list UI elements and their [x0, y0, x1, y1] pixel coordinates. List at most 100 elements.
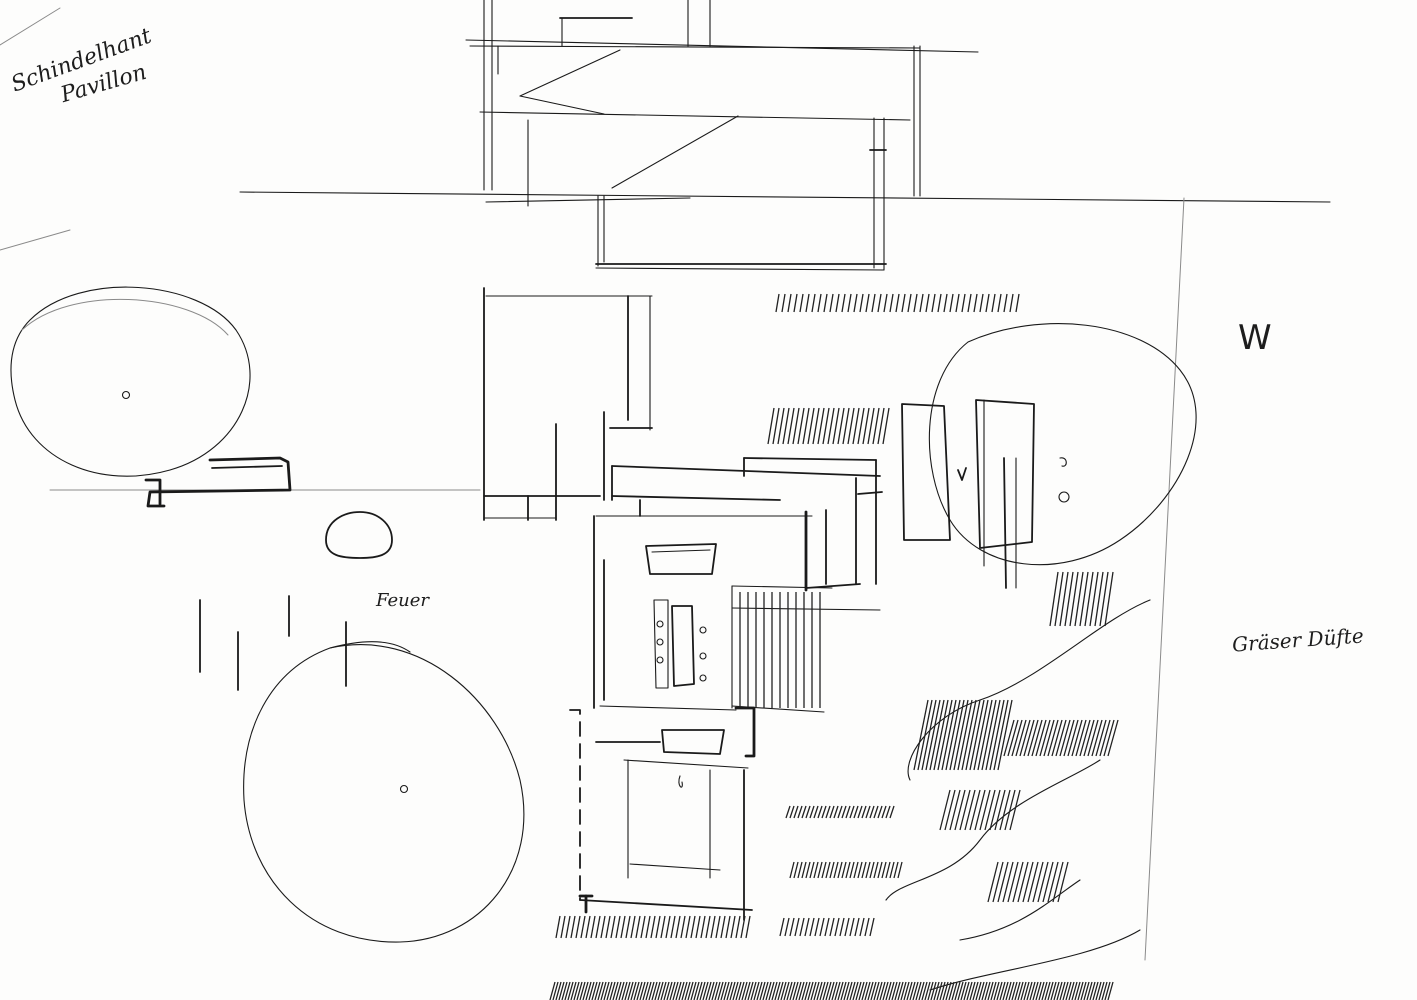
hatch-stroke: [1003, 719, 1015, 757]
hatch-stroke: [789, 861, 795, 879]
hatch-stroke: [1055, 719, 1067, 757]
hatch-stroke: [945, 699, 961, 771]
hatch-stroke: [891, 981, 898, 1000]
hatch-stroke: [635, 915, 641, 939]
hatch-stroke: [1098, 981, 1105, 1000]
hatch-stroke: [573, 981, 580, 1000]
hatch-stroke: [867, 407, 875, 445]
hatch-stroke: [859, 293, 864, 313]
hatch-stroke: [882, 981, 889, 1000]
hatch-stroke: [618, 981, 625, 1000]
hatch-stroke: [765, 981, 772, 1000]
hatch-stroke: [837, 981, 844, 1000]
hatch-stroke: [877, 861, 883, 879]
hatch-stroke: [804, 981, 811, 1000]
hatch-stroke: [729, 981, 736, 1000]
hatch-stroke: [1057, 861, 1069, 903]
hatch-stroke: [753, 981, 760, 1000]
hatch-stroke: [879, 981, 886, 1000]
hatch-stroke: [1043, 719, 1055, 757]
hatch-stroke: [792, 981, 799, 1000]
hatch-stroke: [588, 981, 595, 1000]
hatch-stroke: [630, 981, 637, 1000]
hatch-stroke: [648, 981, 655, 1000]
hatch-stroke: [985, 699, 1001, 771]
hatch-stroke: [1019, 719, 1031, 757]
hatch-stroke: [699, 981, 706, 1000]
shrub-top: [775, 293, 1020, 313]
hatch-stroke: [807, 981, 814, 1000]
hatch-stroke: [831, 981, 838, 1000]
hatch-stroke: [877, 293, 882, 313]
hatch-stroke: [1067, 719, 1079, 757]
hatch-stroke: [1007, 719, 1019, 757]
hatch-stroke: [865, 805, 871, 819]
hedge-bottom: [549, 915, 1114, 1000]
hatch-stroke: [930, 981, 937, 1000]
hatch-stroke: [715, 915, 721, 939]
hatch-stroke: [1068, 981, 1075, 1000]
hatch-stroke: [1107, 981, 1114, 1000]
hatch-stroke: [1075, 719, 1087, 757]
hatch-stroke: [829, 861, 835, 879]
hatch-stroke: [881, 861, 887, 879]
hatch-stroke: [925, 293, 930, 313]
hatch-stroke: [969, 981, 976, 1000]
hatch-stroke: [994, 789, 1006, 831]
hatch-stroke: [915, 981, 922, 1000]
hatch-stroke: [864, 981, 871, 1000]
hatch-stroke: [975, 981, 982, 1000]
hatch-stroke: [809, 917, 815, 937]
hatch-stroke: [942, 981, 949, 1000]
hatch-stroke: [864, 917, 870, 937]
hatch-stroke: [811, 293, 816, 313]
hatch-stroke: [829, 805, 835, 819]
hatch-stroke: [972, 981, 979, 1000]
hatch-stroke: [610, 915, 616, 939]
hatch-stroke: [597, 981, 604, 1000]
hatch-stroke: [1023, 981, 1030, 1000]
hatch-stroke: [738, 981, 745, 1000]
hatch-stroke: [912, 981, 919, 1000]
hatch-stroke: [793, 861, 799, 879]
hatch-stroke: [833, 861, 839, 879]
hatch-stroke: [933, 981, 940, 1000]
hatch-stroke: [954, 789, 966, 831]
hatch-stroke: [857, 407, 865, 445]
hatch-stroke: [837, 805, 843, 819]
hatch-stroke: [672, 981, 679, 1000]
orientation-mark: W: [1238, 318, 1272, 358]
hatch-stroke: [997, 861, 1009, 903]
hatch-stroke: [561, 981, 568, 1000]
lower-room: [569, 705, 756, 921]
hatch-stroke: [837, 861, 843, 879]
hatch-stroke: [966, 981, 973, 1000]
hatch-stroke: [993, 699, 1009, 771]
hatch-stroke: [854, 917, 860, 937]
hatch-stroke: [987, 981, 994, 1000]
hatch-stroke: [996, 981, 1003, 1000]
hatch-stroke: [849, 917, 855, 937]
hatch-stroke: [781, 293, 786, 313]
hatch-stroke: [921, 699, 937, 771]
hatch-stroke: [675, 915, 681, 939]
hatch-stroke: [660, 981, 667, 1000]
hatch-stroke: [605, 915, 611, 939]
hatch-stroke: [845, 805, 851, 819]
hatch-stroke: [919, 293, 924, 313]
hatch-stroke: [847, 407, 855, 445]
hatch-stroke: [590, 915, 596, 939]
hatch-stroke: [690, 981, 697, 1000]
hatch-stroke: [816, 981, 823, 1000]
hatch-stroke: [1047, 861, 1059, 903]
hatch-stroke: [1092, 981, 1099, 1000]
hatch-stroke: [567, 981, 574, 1000]
hatch-stroke: [937, 699, 953, 771]
hatch-stroke: [558, 981, 565, 1000]
hatch-stroke: [1015, 719, 1027, 757]
hatch-stroke: [807, 407, 815, 445]
hatch-stroke: [907, 293, 912, 313]
hatch-stroke: [1079, 571, 1089, 627]
hatch-stroke: [735, 981, 742, 1000]
